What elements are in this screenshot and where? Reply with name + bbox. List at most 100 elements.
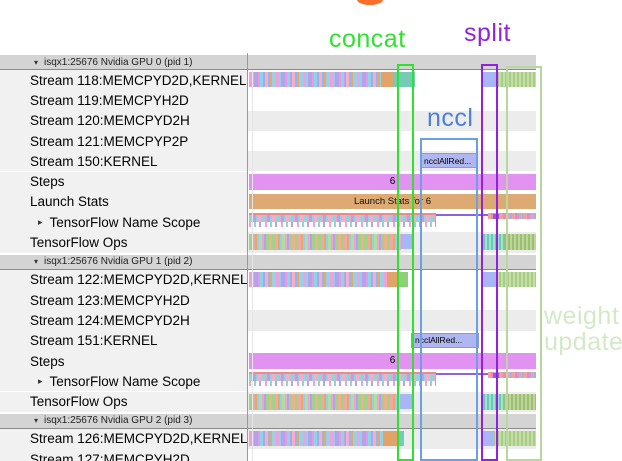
track-label: Stream 124:MEMCPYD2H [0,310,248,331]
collapse-arrow-icon: ▾ [34,57,39,67]
track-label: Stream 122:MEMCPYD2D,KERNEL,MI [0,269,248,290]
nccl-allreduce-event[interactable]: ncclAllRed... [411,332,479,348]
track-label-text: Stream 123:MEMCPYH2D [30,292,190,308]
track-label: Stream 119:MEMCPYH2D [0,90,248,111]
concat-annotation-label: concat [329,25,406,53]
track-label: Stream 151:KERNEL [0,330,248,351]
track-label: Steps [0,171,248,192]
weight-update-line1: weight [544,302,620,330]
track-label-text: Stream 127:MEMCPYH2D [30,451,190,461]
kernel-events-bar[interactable] [249,72,381,87]
track-label-text: TensorFlow Ops [30,235,128,251]
nccl-annotation-box [420,138,478,461]
track-label: Stream 127:MEMCPYH2D [0,449,248,461]
track-label: Stream 121:MEMCPYP2P [0,130,248,152]
track-label-text: Stream 150:KERNEL [30,153,158,169]
weight-update-events[interactable] [504,234,536,251]
concat-event[interactable] [398,271,408,287]
track-row: Stream 124:MEMCPYD2H [0,310,622,331]
name-scope-events[interactable] [249,372,436,387]
name-scope-events[interactable] [488,213,536,220]
weight-update-events[interactable] [495,271,536,287]
weight-update-events[interactable] [483,234,504,251]
track-lane [248,310,536,331]
track-label: Stream 123:MEMCPYH2D [0,290,248,311]
track-label-text: TensorFlow Name Scope [49,373,201,389]
track-label[interactable]: ▸ TensorFlow Name Scope [0,212,248,233]
track-row: Stream 127:MEMCPYH2D [0,449,622,461]
track-label-text: Stream 124:MEMCPYD2H [30,312,190,328]
split-event[interactable] [483,271,495,287]
group-header-gpu-0[interactable]: ▾ isqx1:25676 Nvidia GPU 0 (pid 1) [0,53,536,70]
nccl-annotation-label: nccl [427,104,474,132]
weight-update-events[interactable] [483,393,503,410]
kernel-events-bar[interactable] [249,430,383,446]
split-annotation-label: split [464,19,511,47]
group-header-gpu-1[interactable]: ▾isqx1:25676 Nvidia GPU 1 (pid 2) [0,252,536,270]
track-row: Stream 121:MEMCPYP2P [0,130,622,152]
expand-arrow-icon: ▸ [38,375,43,386]
op-events-bar[interactable] [249,393,400,410]
weight-update-annotation-box [506,66,542,461]
split-event[interactable] [400,393,412,409]
memcpy-event[interactable] [387,271,398,287]
expand-arrow-icon: ▸ [38,216,43,227]
track-row: Launch Stats Launch Stats for 6 [0,191,622,213]
track-label: Steps [0,350,248,372]
weight-update-events[interactable] [493,430,536,446]
track-lane [248,290,536,311]
track-row: Stream 122:MEMCPYD2D,KERNEL,MI [0,269,622,290]
track-label: TensorFlow Ops [0,391,248,412]
split-event[interactable] [401,234,413,250]
track-label-text: Steps [30,174,65,190]
track-label-text: Stream 151:KERNEL [30,333,158,349]
track-row: TensorFlow Ops [0,391,622,412]
memcpy-event[interactable] [381,72,393,87]
kernel-events-bar[interactable] [249,271,387,287]
track-label-text: Launch Stats [30,194,109,210]
track-label-text: Stream 118:MEMCPYD2D,KERNEL,ME [30,72,248,88]
track-row: ▸ TensorFlow Name Scope [0,371,622,392]
track-label-text: TensorFlow Name Scope [49,214,201,230]
track-lane [248,449,536,461]
collapse-arrow-icon: ▾ [34,416,39,426]
track-row: Stream 123:MEMCPYH2D [0,290,622,311]
track-row: Stream 151:KERNEL ncclAllRed... [0,330,622,351]
group-header-label: isqx1:25676 Nvidia GPU 0 (pid 1) [44,56,193,68]
weight-update-events[interactable] [503,393,536,410]
track-label-text: Stream 120:MEMCPYD2H [30,113,190,129]
track-label-text: Stream 122:MEMCPYD2D,KERNEL,MI [30,272,248,288]
track-label-text: Stream 121:MEMCPYP2P [30,133,189,149]
track-row: Stream 126:MEMCPYD2D,KERNEL,MI [0,428,622,450]
memcpy-event[interactable] [383,430,397,446]
name-scope-span-line [436,214,536,217]
cropped-orange-glyph [357,0,383,5]
op-events-bar[interactable] [249,234,401,251]
track-label: Stream 150:KERNEL [0,151,248,172]
track-label-text: Stream 119:MEMCPYH2D [30,92,189,108]
launch-stats-bar[interactable]: Launch Stats for 6 [249,193,536,209]
track-label-text: Steps [30,353,65,369]
label-column-divider [247,53,248,461]
track-row: Stream 119:MEMCPYH2D [0,90,622,111]
time-gridline [252,70,253,461]
track-label[interactable]: ▸ TensorFlow Name Scope [0,371,248,392]
steps-bar[interactable]: 6 [249,173,536,190]
split-annotation-box [481,64,498,461]
track-label: Launch Stats [0,191,248,213]
split-event[interactable] [482,430,493,446]
track-label: TensorFlow Ops [0,232,248,253]
group-header-label: isqx1:25676 Nvidia GPU 2 (pid 3) [44,415,193,427]
weight-update-annotation-label: weight update [544,303,622,355]
track-lane [248,110,536,131]
track-label: Stream 120:MEMCPYD2H [0,110,248,131]
name-scope-events[interactable] [488,372,536,379]
steps-bar[interactable]: 6 [249,352,536,369]
split-event[interactable] [483,72,497,87]
concat-event[interactable] [397,430,404,446]
name-scope-span-line [436,373,536,376]
name-scope-events[interactable] [249,213,436,228]
group-header-gpu-2[interactable]: ▾ isqx1:25676 Nvidia GPU 2 (pid 3) [0,411,536,429]
